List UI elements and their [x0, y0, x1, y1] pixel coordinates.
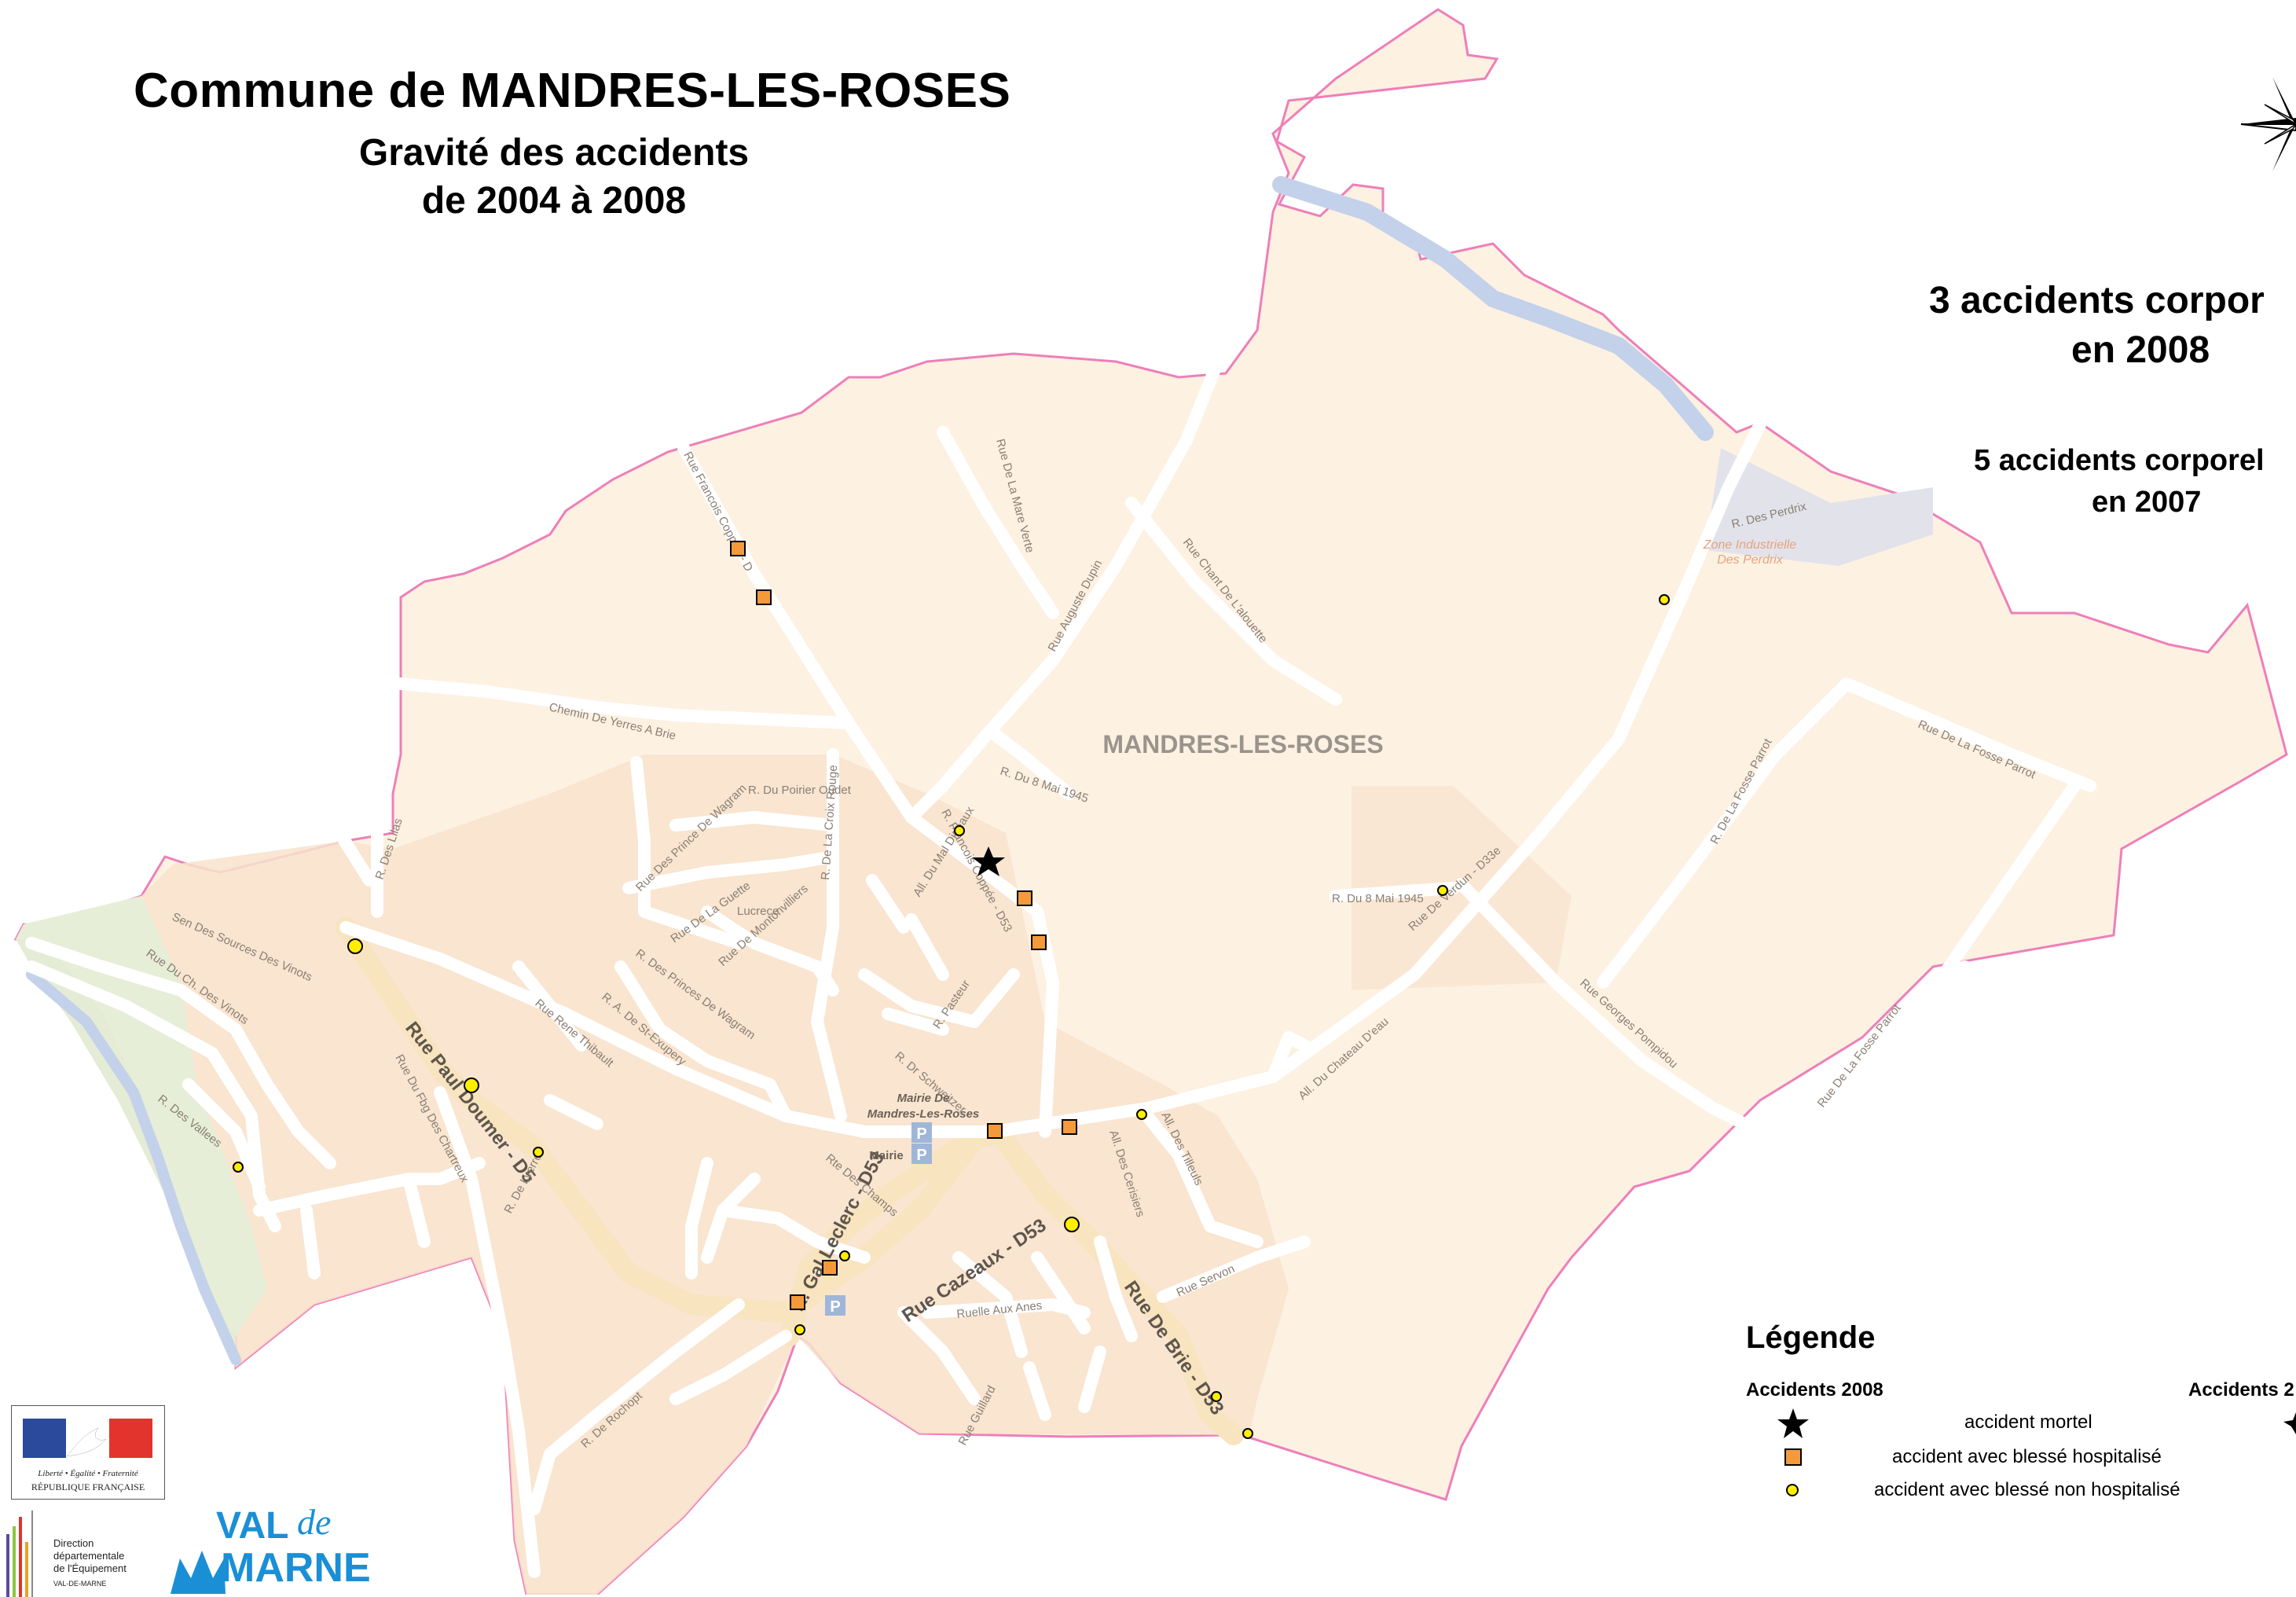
accident-minor-2007-marker[interactable]: [1064, 1217, 1080, 1232]
green-area-2: [16, 896, 267, 1336]
accident-hospitalized-marker[interactable]: [1017, 890, 1032, 906]
industrial-zone: [1705, 448, 1933, 566]
legend-group-2008: Accidents 2008: [1746, 1379, 1883, 1401]
zone-label-2: Des Perdrix: [1717, 553, 1784, 567]
dde-line-4: VAL-DE-MARNE: [53, 1580, 107, 1588]
map-subtitle-line-2: de 2004 à 2008: [421, 180, 687, 222]
stat-2008-line-1: 3 accidents corpor: [1929, 280, 2265, 321]
river-west: [26, 969, 241, 1365]
accident-hospitalized-marker[interactable]: [1031, 934, 1047, 950]
dde-line-3: de l'Équipement: [53, 1562, 127, 1574]
legend-item-minor: accident avec blessé non hospitalisé: [1874, 1479, 2180, 1500]
map-subtitle-line-1: Gravité des accidents: [358, 132, 750, 174]
accident-minor-marker[interactable]: [1136, 1109, 1147, 1120]
mairie-small-label: Mairie: [869, 1149, 903, 1162]
legend-2007-fatal-icon: [2283, 1412, 2296, 1434]
legend-item-fatal: accident mortel: [1964, 1412, 2092, 1433]
mairie-label-2: Mandres-Les-Roses: [867, 1107, 980, 1121]
dde-line-1: Direction: [53, 1537, 94, 1549]
vdm-wave-icon: [171, 1551, 226, 1594]
parking-icon: P: [911, 1144, 932, 1164]
vdm-word-val: VAL: [216, 1505, 289, 1547]
street-label-8-mai-2: R. Du 8 Mai 1945: [1332, 892, 1424, 905]
dde-line-2: départementale: [53, 1550, 125, 1562]
parking-icon: P: [911, 1122, 932, 1143]
marianne-flag-icon: [23, 1419, 152, 1458]
legend-item-hospitalized: accident avec blessé hospitalisé: [1892, 1446, 2162, 1467]
vdm-word-marne: MARNE: [221, 1545, 371, 1591]
accident-hospitalized-marker[interactable]: [822, 1260, 838, 1276]
legend-minor-icon: [1786, 1484, 1799, 1496]
accident-hospitalized-marker[interactable]: [790, 1294, 805, 1310]
accident-minor-marker[interactable]: [1211, 1391, 1222, 1402]
rf-motto: Liberté • Égalité • Fraternité: [38, 1469, 138, 1478]
accident-minor-marker[interactable]: [533, 1147, 544, 1158]
stat-2007-line-1: 5 accidents corporel: [1974, 444, 2265, 477]
legend-title: Légende: [1746, 1320, 1876, 1355]
parking-icon: P: [825, 1295, 845, 1316]
accident-minor-marker[interactable]: [839, 1250, 850, 1261]
zone-label-1: Zone Industrielle: [1703, 538, 1796, 552]
stat-2008-line-2: en 2008: [2071, 329, 2210, 371]
legend-fatal-icon: [1777, 1408, 1809, 1438]
accident-minor-2007-marker[interactable]: [464, 1078, 479, 1093]
accident-hospitalized-marker[interactable]: [1062, 1119, 1077, 1135]
accident-minor-2007-marker[interactable]: [347, 938, 363, 954]
mairie-label-1: Mairie De: [897, 1092, 950, 1105]
val-de-marne-logo: VAL de MARNE: [169, 1501, 405, 1595]
accident-minor-marker[interactable]: [233, 1162, 244, 1173]
commune-label: MANDRES-LES-ROSES: [1102, 730, 1383, 758]
legend-group-2007: Accidents 2: [2188, 1379, 2294, 1401]
street-label-lucrece: Lucrece: [737, 905, 779, 918]
svg-text:P: P: [830, 1298, 840, 1316]
rf-name: RÉPUBLIQUE FRANÇAISE: [31, 1481, 145, 1492]
dde-logo: Direction départementale de l'Équipement…: [2, 1511, 163, 1597]
stat-2007-line-2: en 2007: [2092, 486, 2202, 519]
republique-francaise-logo: Liberté • Égalité • Fraternité RÉPUBLIQU…: [11, 1405, 165, 1500]
dde-stripes-icon: [6, 1511, 33, 1597]
map-title: Commune de MANDRES-LES-ROSES: [134, 64, 1011, 118]
legend-hospitalized-icon: [1784, 1448, 1802, 1466]
accident-hospitalized-marker[interactable]: [730, 541, 746, 556]
river-north: [1272, 176, 1714, 441]
accident-minor-marker[interactable]: [954, 825, 965, 836]
accident-minor-marker[interactable]: [1659, 594, 1670, 605]
svg-text:P: P: [916, 1147, 926, 1164]
svg-text:P: P: [916, 1125, 926, 1143]
compass-rose-icon: [2240, 77, 2296, 171]
accident-markers: [233, 541, 1670, 1439]
accident-minor-marker[interactable]: [794, 1324, 805, 1335]
accident-minor-marker[interactable]: [1437, 885, 1448, 896]
main-roads: [336, 917, 1244, 1445]
street-label-poirier: R. Du Poirier Oudet: [748, 784, 852, 797]
accident-minor-marker[interactable]: [1242, 1428, 1253, 1439]
accident-hospitalized-marker[interactable]: [987, 1123, 1003, 1139]
vdm-word-de: de: [297, 1502, 332, 1542]
accident-fatal-marker[interactable]: [972, 846, 1005, 876]
accident-hospitalized-marker[interactable]: [756, 589, 772, 605]
